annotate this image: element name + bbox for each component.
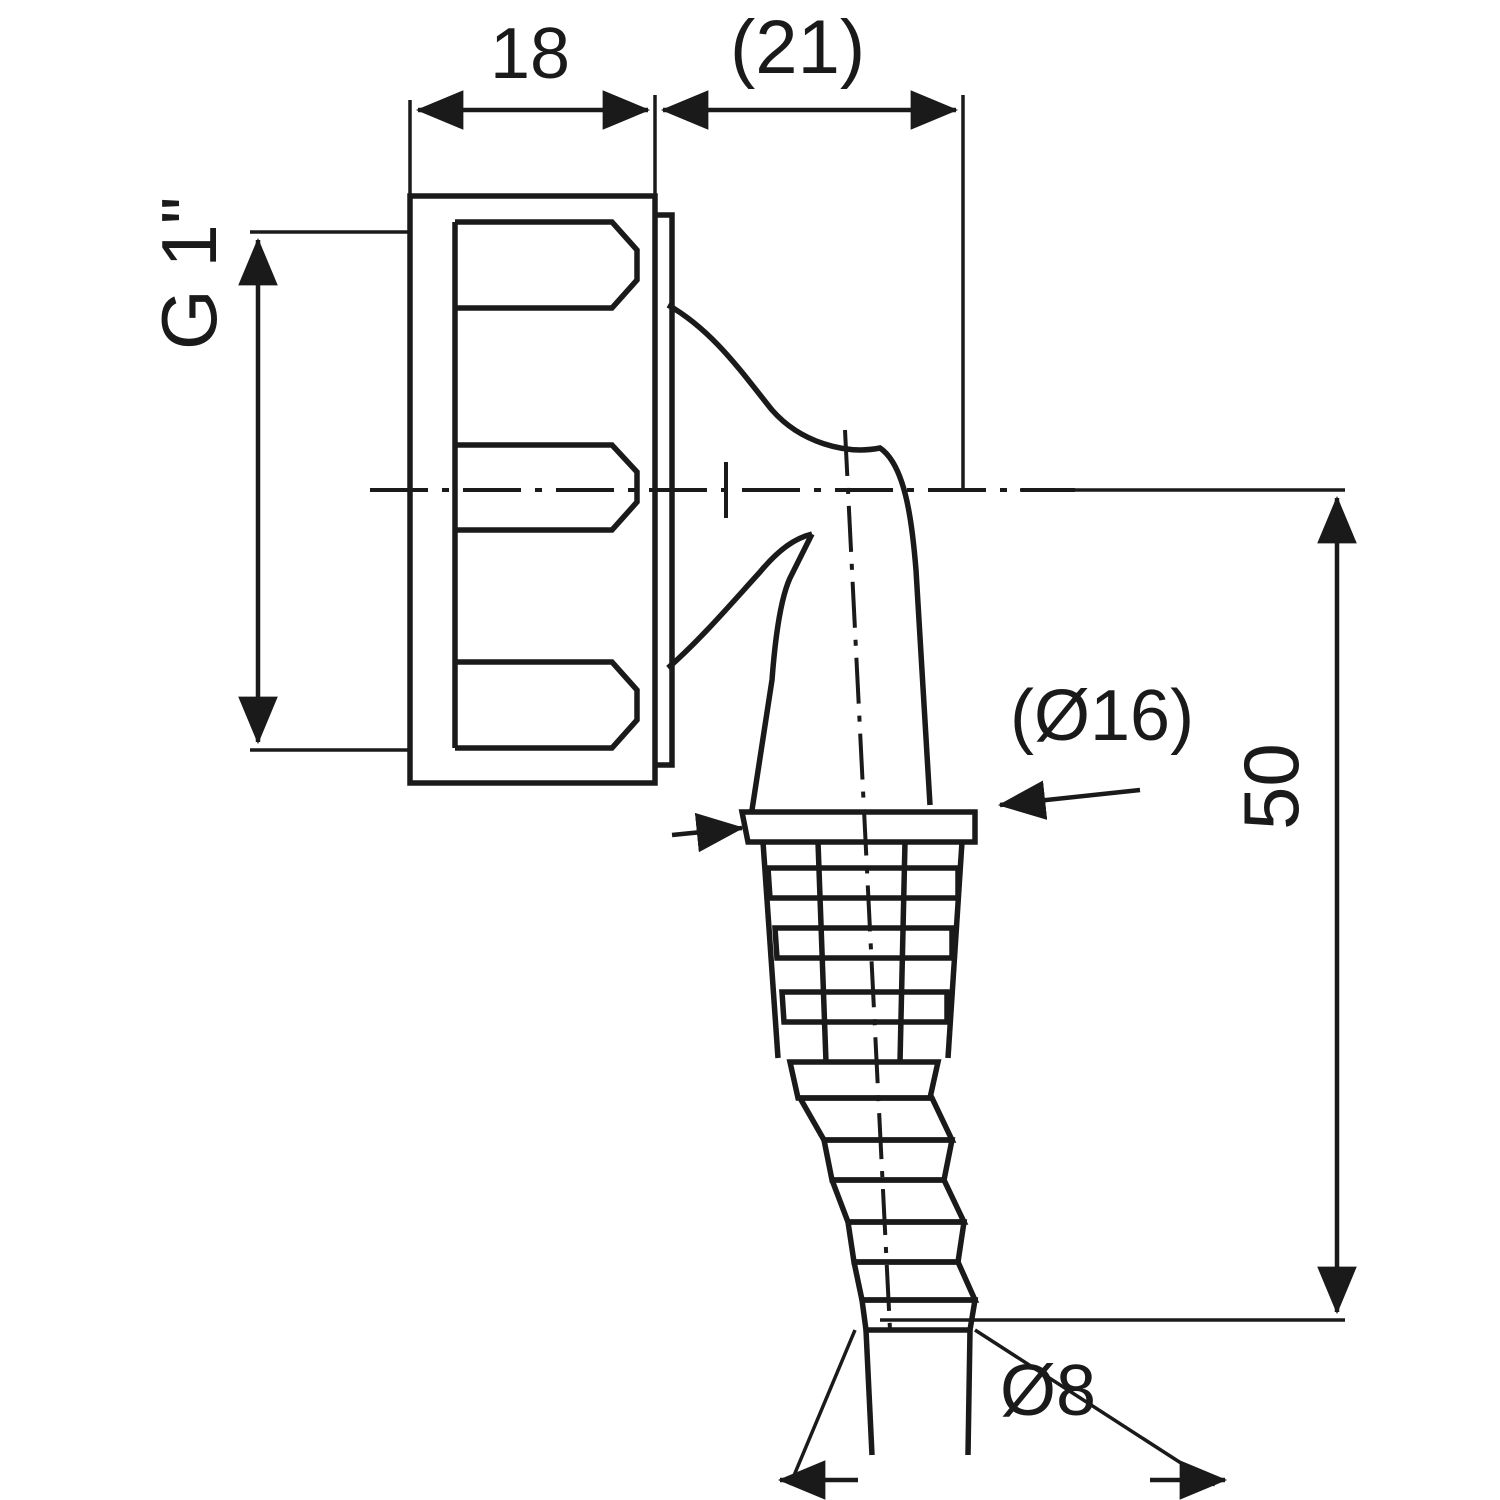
cap-body-outline	[407, 193, 675, 786]
extension-lines	[250, 95, 1345, 1487]
dimension-lines	[238, 90, 1357, 1500]
hose-barb-spout	[738, 809, 980, 1456]
dimension-label-width-flange: 18	[490, 14, 571, 94]
dimension-label-drop-height: 50	[1227, 743, 1315, 830]
thread-slots	[452, 219, 640, 751]
dimension-label-width-body: (21)	[730, 5, 866, 90]
dimension-label-thread: G 1"	[145, 196, 233, 350]
angled-neck-outline	[666, 302, 933, 811]
dimension-label-hose-major-diameter: (Ø16)	[1010, 676, 1195, 756]
dimension-label-hose-minor-diameter: Ø8	[1000, 1351, 1097, 1431]
center-line-spout	[843, 429, 892, 1331]
